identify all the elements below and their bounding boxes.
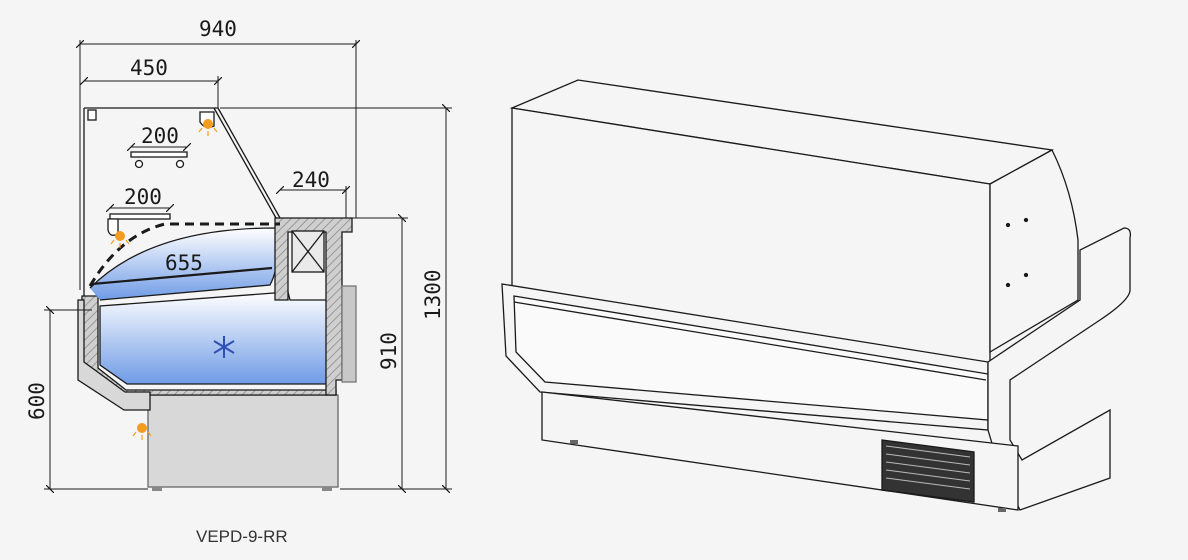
dimension-lines bbox=[44, 40, 452, 489]
model-label: VEPD-9-RR bbox=[196, 527, 288, 546]
lamp-icon bbox=[115, 119, 213, 433]
rear-wall bbox=[274, 217, 353, 396]
dim-overall-width: 940 bbox=[199, 17, 237, 41]
snowflake-icon bbox=[213, 336, 235, 358]
rear-door bbox=[341, 285, 357, 383]
foot-left bbox=[152, 487, 162, 491]
dim-counter-height: 910 bbox=[377, 332, 401, 370]
air-curtain bbox=[88, 222, 280, 287]
vent-grille bbox=[881, 439, 975, 503]
foot-right bbox=[322, 487, 332, 491]
dim-display-depth: 655 bbox=[165, 251, 203, 275]
end-panel bbox=[987, 227, 1132, 511]
dim-upper-shelf-depth: 200 bbox=[141, 124, 179, 148]
upper-shelf bbox=[130, 151, 188, 158]
dim-top-shelf-width: 450 bbox=[130, 56, 168, 80]
perspective-view bbox=[501, 79, 1132, 512]
section-view bbox=[77, 107, 357, 491]
lamp-rays bbox=[110, 127, 218, 440]
base-cabinet bbox=[147, 394, 339, 488]
dim-overall-height: 1300 bbox=[421, 269, 445, 320]
lower-shelf bbox=[109, 213, 171, 220]
cooled-zone bbox=[99, 291, 329, 385]
dim-deck-height: 600 bbox=[25, 382, 49, 420]
dim-lower-shelf-depth: 200 bbox=[124, 185, 162, 209]
dim-rear-storage-width: 240 bbox=[292, 168, 330, 192]
